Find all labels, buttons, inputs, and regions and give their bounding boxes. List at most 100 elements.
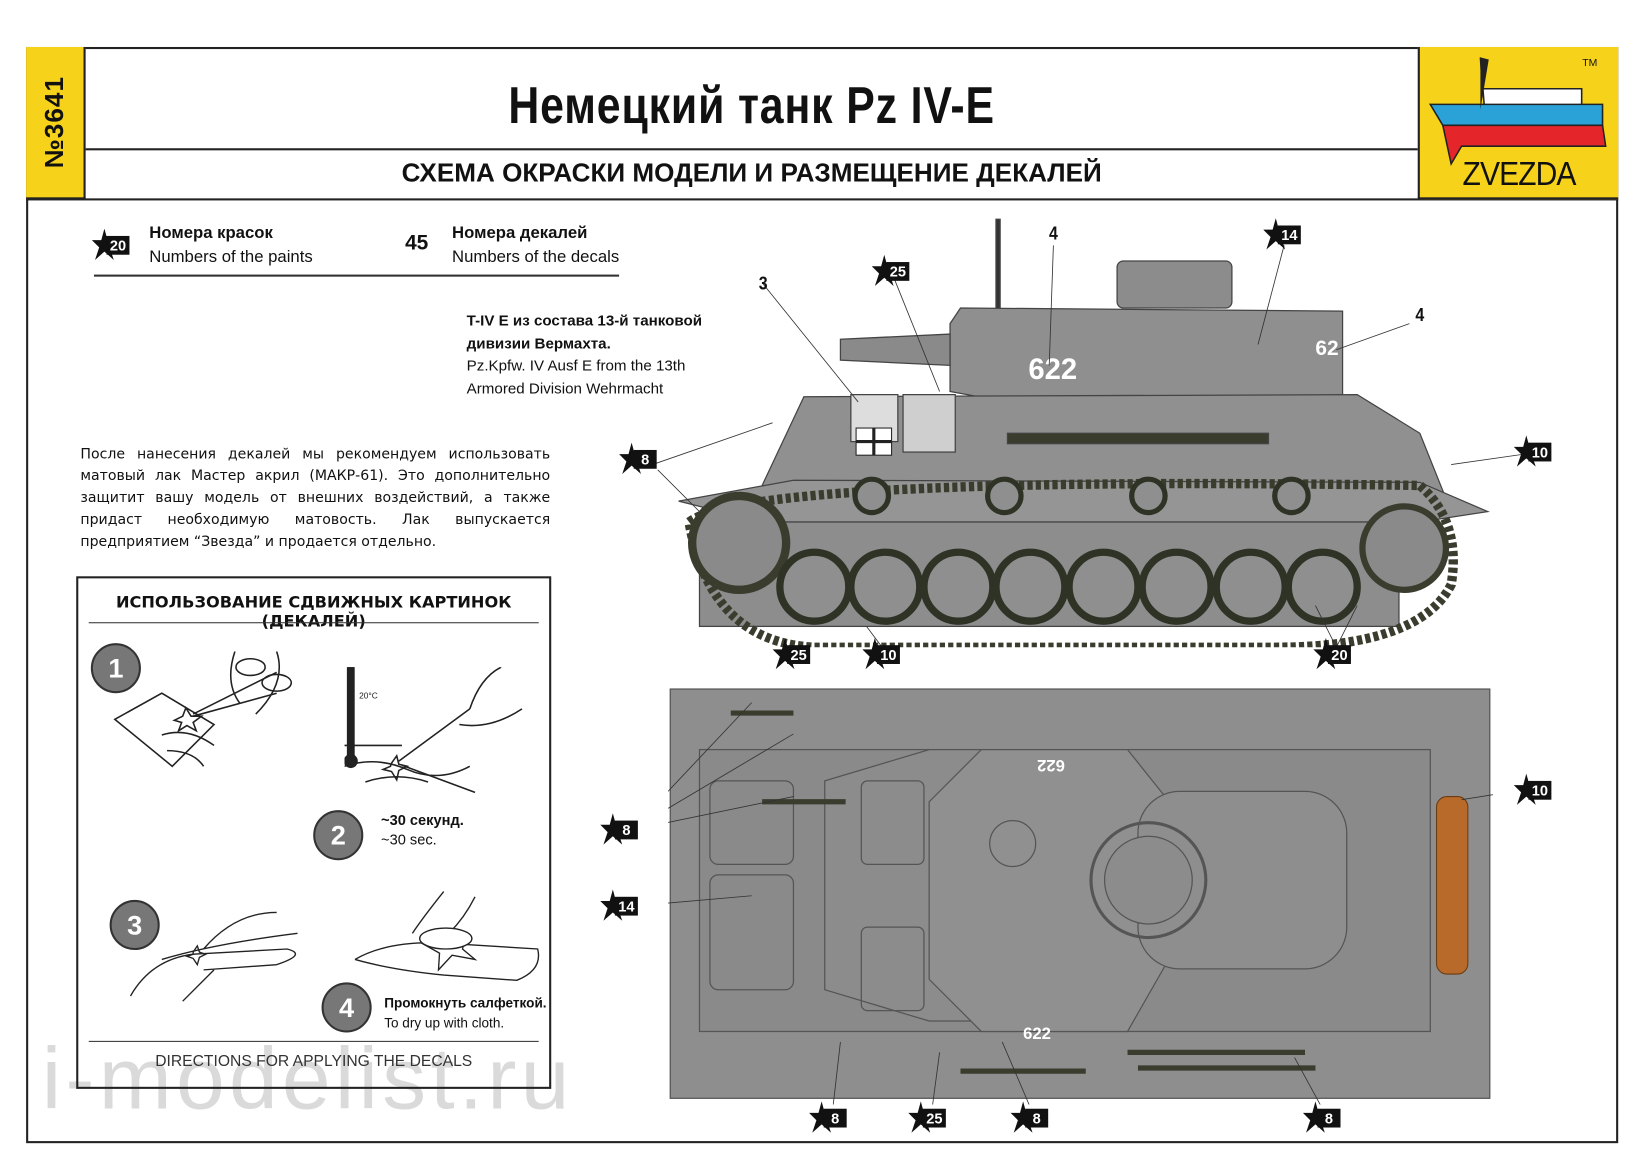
thermometer-label: 20°C <box>359 690 378 700</box>
paint-number: 8 <box>1317 1108 1341 1128</box>
road-wheel <box>992 548 1069 625</box>
star-icon <box>1010 1101 1038 1133</box>
road-wheel <box>776 548 853 625</box>
paint-callout: 25 <box>772 637 819 671</box>
paint-callout: 14 <box>600 889 646 922</box>
paint-number: 25 <box>922 1108 946 1128</box>
paint-callout: 8 <box>809 1101 855 1134</box>
varnish-note: После нанесения декалей мы рекомендуем и… <box>80 445 551 551</box>
logo-text: ZVEZDA <box>1462 154 1577 193</box>
step-2-en: ~30 sec. <box>381 831 437 848</box>
star-icon <box>862 637 890 670</box>
paint-callout: 20 <box>1313 637 1359 671</box>
paint-callout: 8 <box>1010 1101 1057 1134</box>
paint-callout: 10 <box>1513 773 1560 807</box>
tank-top-view: 622 622 <box>668 688 1493 1105</box>
paint-number: 10 <box>876 645 900 664</box>
paint-number: 10 <box>1528 442 1552 462</box>
hull-number-top: 622 <box>1023 1024 1051 1043</box>
legend-decal-ru: Номера декалей <box>452 224 588 243</box>
caption-en-2: Armored Division Wehrmacht <box>466 380 664 398</box>
decal-guide-title: ИСПОЛЬЗОВАНИЕ СДВИЖНЫХ КАРТИНОК (ДЕКАЛЕЙ… <box>115 592 512 631</box>
paint-callout: 10 <box>862 637 908 671</box>
page-subtitle: СХЕМА ОКРАСКИ МОДЕЛИ И РАЗМЕЩЕНИЕ ДЕКАЛЕ… <box>401 158 1102 188</box>
paint-callout: 25 <box>908 1101 954 1134</box>
star-icon <box>772 637 800 670</box>
slide-decal-illustration <box>129 911 298 1002</box>
divider <box>88 1040 539 1042</box>
decal-callout-3: 3 <box>758 273 768 294</box>
paint-callout: 8 <box>619 442 665 476</box>
step-2-badge: 2 <box>313 810 364 861</box>
star-icon <box>1513 435 1541 467</box>
paint-number: 8 <box>823 1108 847 1128</box>
page-title: Немецкий танк Pz IV-E <box>508 76 995 135</box>
legend-decal-example: 45 <box>405 231 429 255</box>
kit-number: №3641 <box>39 75 69 169</box>
caption-ru-2: дивизии Вермахта. <box>466 335 611 353</box>
step-2-text: ~30 секунд. ~30 sec. <box>381 810 464 850</box>
road-wheel <box>1065 548 1142 625</box>
step-1-badge: 1 <box>90 643 141 694</box>
road-wheel <box>1138 548 1215 625</box>
page-frame <box>26 46 1619 1144</box>
paint-callout: 14 <box>1263 218 1309 251</box>
kit-number-strip: №3641 <box>26 46 86 200</box>
paint-number: 8 <box>633 449 657 469</box>
star-icon <box>908 1101 936 1133</box>
star-icon <box>619 442 647 474</box>
star-icon <box>1263 218 1291 250</box>
caption-ru-1: T-IV E из состава 13-й танковой <box>466 313 703 330</box>
header-divider <box>85 148 1418 151</box>
legend-decal-en: Numbers of the decals <box>452 248 620 267</box>
star-icon <box>1302 1101 1331 1133</box>
decal-guide-footer: DIRECTIONS FOR APPLYING THE DECALS <box>155 1052 473 1071</box>
scissors-cutting-illustration <box>113 651 293 768</box>
paint-number: 25 <box>886 262 910 281</box>
paint-number: 8 <box>1025 1108 1049 1128</box>
decal-callout-4-rear: 4 <box>1415 304 1425 326</box>
paint-callout: 25 <box>871 254 918 288</box>
trademark: TM <box>1582 57 1598 69</box>
caption-en-1: Pz.Kpfw. IV Ausf E from the 13th <box>466 358 686 375</box>
divider <box>88 622 539 624</box>
paint-callout: 10 <box>1513 435 1560 468</box>
step-3-badge: 3 <box>109 899 160 951</box>
step-2-ru: ~30 секунд. <box>381 811 464 828</box>
hull-number-top-flipped: 622 <box>1037 756 1065 775</box>
star-icon <box>1313 637 1341 670</box>
flag-star-icon <box>1428 57 1607 167</box>
road-wheel <box>920 548 997 625</box>
star-icon <box>600 889 628 921</box>
hull-number-rear: 62 <box>1315 337 1338 360</box>
paint-number: 20 <box>1327 645 1351 664</box>
paint-callout: 8 <box>1302 1101 1349 1134</box>
step-4-en: To dry up with cloth. <box>384 1014 505 1031</box>
star-icon <box>809 1101 837 1133</box>
star-icon <box>600 813 628 845</box>
hull-number-side: 622 <box>1028 354 1077 386</box>
step-4-ru: Промокнуть салфеткой. <box>384 994 547 1011</box>
road-wheel <box>1212 548 1289 625</box>
paint-number: 10 <box>1528 780 1552 800</box>
paint-number: 25 <box>787 645 811 664</box>
star-icon <box>1513 773 1541 805</box>
decal-callout-4: 4 <box>1048 222 1058 244</box>
paint-callout: 8 <box>600 813 646 846</box>
decal-instructions-box: ИСПОЛЬЗОВАНИЕ СДВИЖНЫХ КАРТИНОК (ДЕКАЛЕЙ… <box>76 576 552 1089</box>
tank-side-view: 622 62 <box>652 218 1525 648</box>
step-4-badge: 4 <box>321 982 372 1033</box>
water-soaking-illustration: 20°C <box>344 667 523 794</box>
legend-paint-en: Numbers of the paints <box>149 248 313 267</box>
paint-number: 14 <box>1277 225 1301 245</box>
paint-number: 8 <box>614 820 638 840</box>
legend-paint-star: 20 <box>91 228 138 262</box>
road-wheel <box>1284 548 1361 625</box>
balkenkreuz-icon <box>855 427 893 456</box>
vehicle-caption: T-IV E из состава 13-й танковой дивизии … <box>467 311 702 401</box>
zvezda-logo: TM ZVEZDA <box>1417 46 1619 200</box>
road-wheel <box>847 548 924 625</box>
